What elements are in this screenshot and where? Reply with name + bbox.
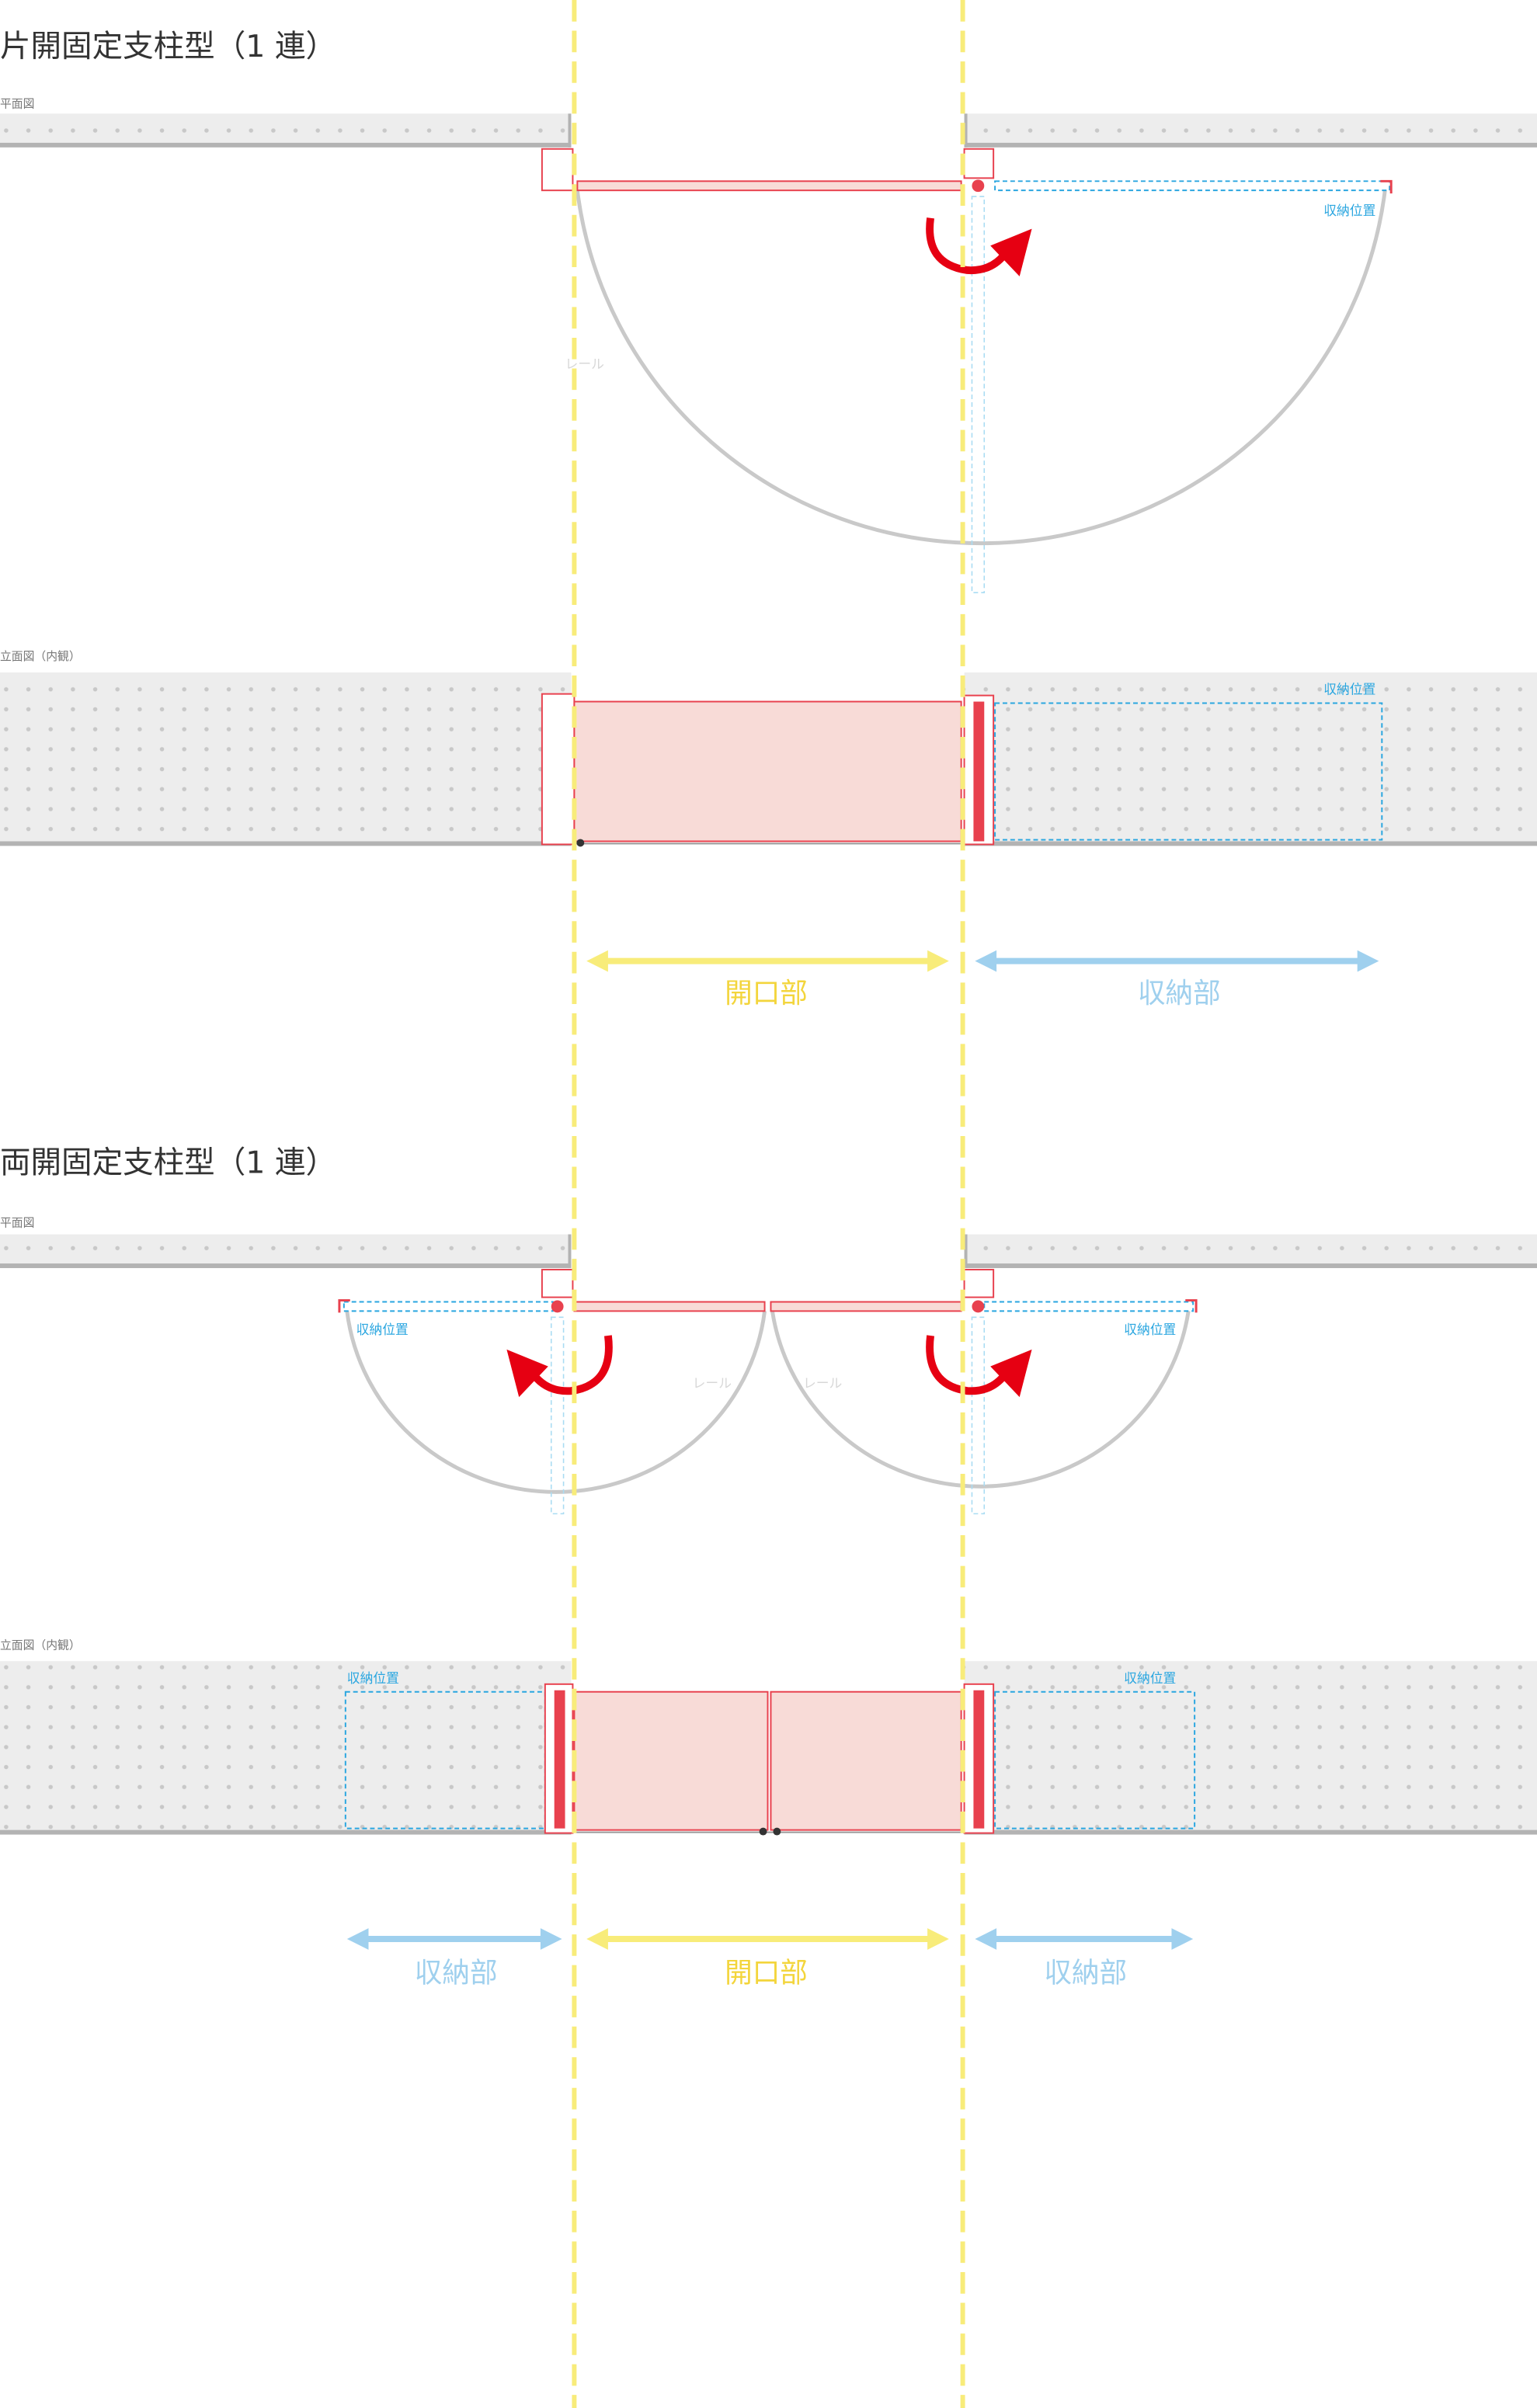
storage-position-box — [994, 702, 1383, 841]
section1-elevation-label: 立面図（内観） — [0, 650, 81, 663]
wheel — [759, 1827, 767, 1836]
opening-arrow — [586, 950, 949, 972]
section2-plan-label: 平面図 — [0, 1217, 34, 1230]
gate-leaf — [576, 180, 962, 192]
corner-bracket — [1380, 179, 1393, 194]
opening-arrow — [586, 1928, 949, 1950]
post-right — [963, 148, 995, 179]
storage-position-box-left — [343, 1301, 554, 1312]
storage-arrow — [975, 950, 1379, 972]
section2-elevation-label: 立面図（内観） — [0, 1638, 81, 1652]
floor-line — [0, 841, 572, 846]
floor-line — [571, 1831, 965, 1833]
storage-label: 収納部 — [1044, 1957, 1127, 1989]
gate-leaf-left — [573, 1301, 766, 1312]
wall-end — [964, 113, 968, 148]
post-left — [541, 693, 576, 846]
gate-leaf — [573, 700, 962, 843]
swing-arc-right — [770, 1311, 1191, 1489]
swing-arc-left — [345, 1311, 767, 1494]
post-left — [541, 1269, 574, 1298]
gate-leaf-right — [770, 1690, 962, 1831]
storage-arrow-right — [975, 1928, 1194, 1950]
wheel — [576, 839, 585, 847]
post-right — [963, 1269, 995, 1298]
rotate-clockwise-arrow-icon — [926, 217, 1032, 276]
storage-position-label: 収納位置 — [1323, 682, 1375, 697]
wall-right — [964, 1661, 1537, 1832]
corner-bracket — [338, 1299, 350, 1313]
wall-left — [0, 113, 572, 144]
storage-position-box-right — [994, 1690, 1196, 1829]
wheel — [773, 1827, 781, 1836]
stowed-leaf — [973, 701, 985, 842]
wall-right — [964, 113, 1537, 144]
storage-vertical-guide — [971, 196, 986, 593]
wall-left — [0, 672, 572, 843]
wall-right — [964, 1234, 1537, 1266]
section2-dimension-arrows: 収納部 開口部 収納部 — [346, 1928, 1194, 1989]
wall-left — [0, 1661, 572, 1832]
floor-line — [571, 843, 965, 845]
wall-edge — [964, 142, 1537, 148]
storage-label: 収納部 — [415, 1957, 498, 1989]
section1-plan-view: 収納位置 レール — [0, 113, 1537, 593]
section1-elevation-view: 収納位置 — [0, 672, 1537, 847]
floor-line — [964, 841, 1537, 846]
storage-vertical-guide — [971, 1316, 986, 1515]
wall-edge — [964, 1263, 1537, 1269]
rail-label: レール — [693, 1375, 732, 1391]
storage-label: 収納部 — [1138, 978, 1221, 1009]
wall-edge — [0, 1263, 572, 1269]
section1-title: 片開固定支柱型（1 連） — [0, 29, 336, 64]
storage-position-label: 収納位置 — [1124, 1670, 1176, 1686]
storage-position-box-right — [983, 1301, 1194, 1312]
section2-elevation-view: 収納位置 収納位置 — [0, 1661, 1537, 1836]
opening-label: 開口部 — [725, 1957, 808, 1989]
gate-leaf-right — [770, 1301, 962, 1312]
section2-title: 両開固定支柱型（1 連） — [0, 1145, 336, 1180]
corner-bracket — [1185, 1299, 1198, 1313]
hinge-dot — [972, 1300, 985, 1313]
storage-position-label: 収納位置 — [1124, 1322, 1176, 1337]
storage-arrow-left — [346, 1928, 562, 1950]
swing-arc — [575, 189, 1387, 546]
wall-right — [964, 672, 1537, 843]
section2-plan-view: 収納位置 収納位置 レール レール — [0, 1234, 1537, 1515]
wall-end — [568, 113, 572, 148]
wall-left — [0, 1234, 572, 1266]
wall-edge — [0, 142, 572, 148]
hinge-dot — [972, 179, 985, 193]
stowed-leaf — [973, 1690, 985, 1829]
post-left — [541, 148, 574, 192]
storage-position-label: 収納位置 — [347, 1670, 399, 1686]
gate-leaf-left — [573, 1690, 769, 1831]
section1-dimension-arrows: 開口部 収納部 — [586, 950, 1379, 1009]
stowed-leaf — [554, 1690, 565, 1829]
rail-label: レール — [803, 1375, 842, 1391]
section1-plan-label: 平面図 — [0, 97, 34, 110]
rotate-clockwise-arrow-icon — [926, 1335, 1032, 1398]
storage-position-box — [994, 180, 1391, 192]
floor-line — [0, 1829, 572, 1835]
rotate-counterclockwise-arrow-icon — [506, 1335, 613, 1398]
storage-position-box-left — [344, 1690, 546, 1829]
opening-label: 開口部 — [725, 978, 808, 1009]
storage-vertical-guide — [550, 1316, 565, 1515]
storage-position-label: 収納位置 — [1323, 203, 1375, 218]
rail-label: レール — [565, 356, 604, 372]
wall-end — [568, 1234, 572, 1269]
floor-line — [964, 1829, 1537, 1835]
wall-end — [964, 1234, 968, 1269]
hinge-dot — [551, 1300, 564, 1313]
storage-position-label: 収納位置 — [356, 1322, 409, 1337]
